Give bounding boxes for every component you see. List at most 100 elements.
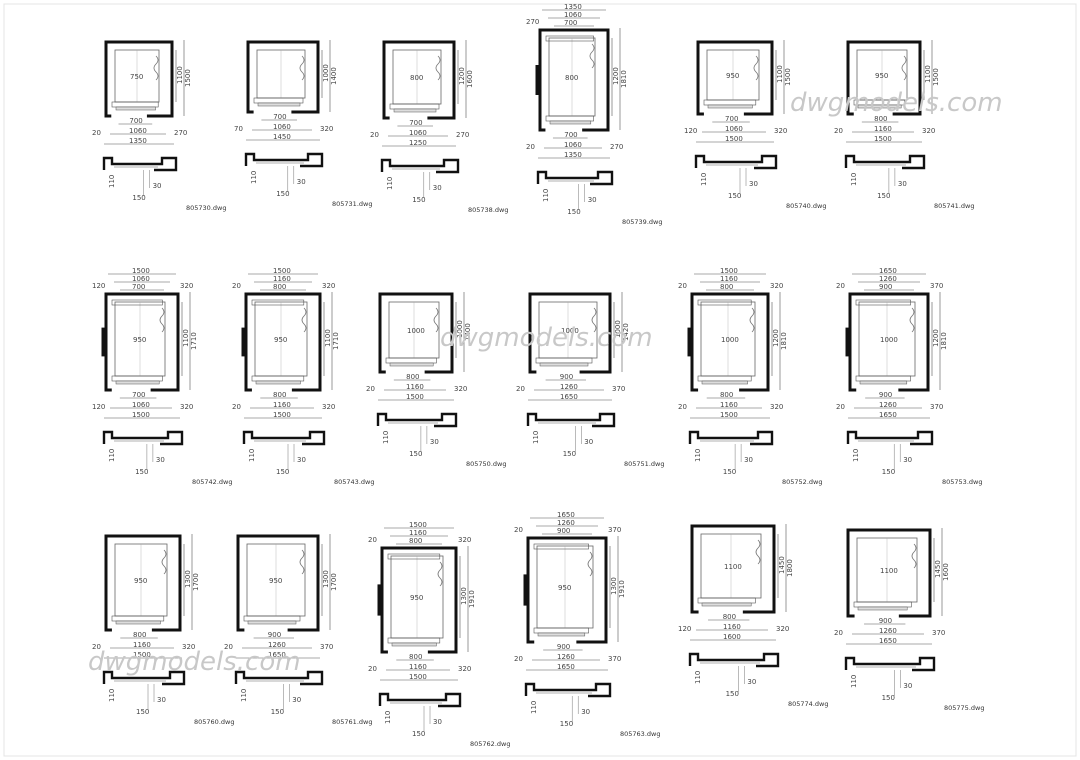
top-dimension: 900 — [557, 527, 570, 535]
cab-dimension: 950 — [726, 72, 739, 80]
right-clearance: 320 — [774, 127, 787, 135]
door-dimension: 800 — [273, 391, 286, 399]
door-panel — [115, 620, 161, 625]
depth-dimension-1: 1100 — [776, 65, 784, 83]
depth-dimension-2: 1910 — [618, 580, 626, 598]
inner-dimension: 1160 — [720, 401, 738, 409]
top-left-clearance: 20 — [678, 282, 687, 290]
section-dimension-30: 30 — [297, 178, 306, 186]
door-dimension: 800 — [720, 391, 733, 399]
left-clearance: 120 — [92, 403, 105, 411]
outer-dimension: 1500 — [874, 135, 892, 143]
depth-dimension-1: 1300 — [184, 570, 192, 588]
shaft-wall — [246, 40, 320, 114]
door-panel — [857, 606, 908, 611]
section-dimension-150: 150 — [409, 450, 422, 458]
right-clearance: 320 — [322, 403, 335, 411]
left-clearance: 20 — [368, 665, 377, 673]
outer-dimension: 1600 — [723, 633, 741, 641]
top-left-clearance: 20 — [836, 282, 845, 290]
right-clearance: 270 — [174, 129, 187, 137]
depth-dimension-1: 1200 — [932, 329, 940, 347]
section-wall — [526, 412, 616, 428]
shaft-wall — [690, 524, 776, 614]
section-dimension-110: 110 — [250, 171, 258, 184]
inner-dimension: 1160 — [273, 401, 291, 409]
section-dimension-150: 150 — [560, 720, 573, 728]
section-dimension-150: 150 — [882, 468, 895, 476]
shaft-wall — [528, 292, 612, 374]
file-label: 805774.dwg — [788, 700, 828, 708]
counterweight-rail — [299, 549, 305, 575]
watermark-text: dwgmodels.com — [440, 323, 653, 353]
section-dimension-110: 110 — [382, 431, 390, 444]
section-dimension-150: 150 — [132, 194, 145, 202]
watermark-layer: dwgmodels.com dwgmodels.com dwgmodels.co… — [88, 88, 1003, 677]
file-label: 805730.dwg — [186, 204, 226, 212]
outer-dimension: 1650 — [268, 651, 286, 659]
outer-dimension: 1650 — [560, 393, 578, 401]
shaft-wall — [538, 28, 610, 132]
depth-dimension-2: 1500 — [932, 68, 940, 86]
left-clearance: 120 — [684, 127, 697, 135]
depth-dimension-1: 1000 — [322, 64, 330, 82]
section-dimension-30: 30 — [292, 696, 301, 704]
section-dimension-150: 150 — [728, 192, 741, 200]
section-dimension-150: 150 — [135, 468, 148, 476]
top-dimension: 1160 — [720, 275, 738, 283]
door-dimension: 900 — [557, 643, 570, 651]
top-right-clearance: 320 — [770, 282, 783, 290]
section-dimension-150: 150 — [136, 708, 149, 716]
door-panel — [701, 380, 748, 385]
cab-dimension: 950 — [875, 72, 888, 80]
cab-dimension: 950 — [133, 336, 146, 344]
door-dimension: 800 — [874, 115, 887, 123]
section-dimension-110: 110 — [386, 177, 394, 190]
outer-dimension: 1500 — [133, 651, 151, 659]
right-clearance: 370 — [930, 403, 943, 411]
left-clearance: 20 — [366, 385, 375, 393]
door-dimension: 900 — [879, 617, 892, 625]
section-dimension-110: 110 — [530, 701, 538, 714]
depth-dimension-2: 1400 — [464, 323, 472, 341]
counterweight-rail — [437, 561, 443, 587]
section-wall — [380, 158, 460, 174]
door-sill-upper — [533, 543, 589, 550]
top-left-clearance: 20 — [514, 526, 523, 534]
door-panel — [389, 362, 434, 367]
door-dimension: 800 — [406, 373, 419, 381]
counterweight-rail — [901, 55, 907, 81]
cab-dimension: 950 — [269, 577, 282, 585]
top-dimension: 700 — [564, 19, 577, 27]
section-dimension-110: 110 — [850, 173, 858, 186]
depth-dimension-2: 1420 — [622, 323, 630, 341]
left-clearance: 20 — [92, 129, 101, 137]
top-dimension: 1650 — [557, 511, 575, 519]
section-dimension-30: 30 — [156, 456, 165, 464]
door-panel — [115, 106, 156, 111]
top-right-clearance: 320 — [322, 282, 335, 290]
section-wall — [844, 656, 936, 672]
door-sill-upper — [697, 299, 752, 306]
outer-dimension: 1450 — [273, 133, 291, 141]
top-dimension: 800 — [273, 283, 286, 291]
right-clearance: 270 — [456, 131, 469, 139]
left-clearance: 120 — [678, 625, 691, 633]
section-wall — [524, 682, 612, 698]
section-dimension-30: 30 — [903, 682, 912, 690]
depth-dimension-2: 1600 — [942, 563, 950, 581]
right-clearance: 270 — [610, 143, 623, 151]
section-dimension-110: 110 — [694, 449, 702, 462]
outer-dimension: 1650 — [879, 637, 897, 645]
shaft-wall — [846, 528, 932, 618]
section-dimension-150: 150 — [877, 192, 890, 200]
section-dimension-30: 30 — [584, 438, 593, 446]
right-clearance: 370 — [612, 385, 625, 393]
top-dimension: 1260 — [879, 275, 897, 283]
top-dimension: 1500 — [273, 267, 291, 275]
file-label: 805741.dwg — [934, 202, 974, 210]
